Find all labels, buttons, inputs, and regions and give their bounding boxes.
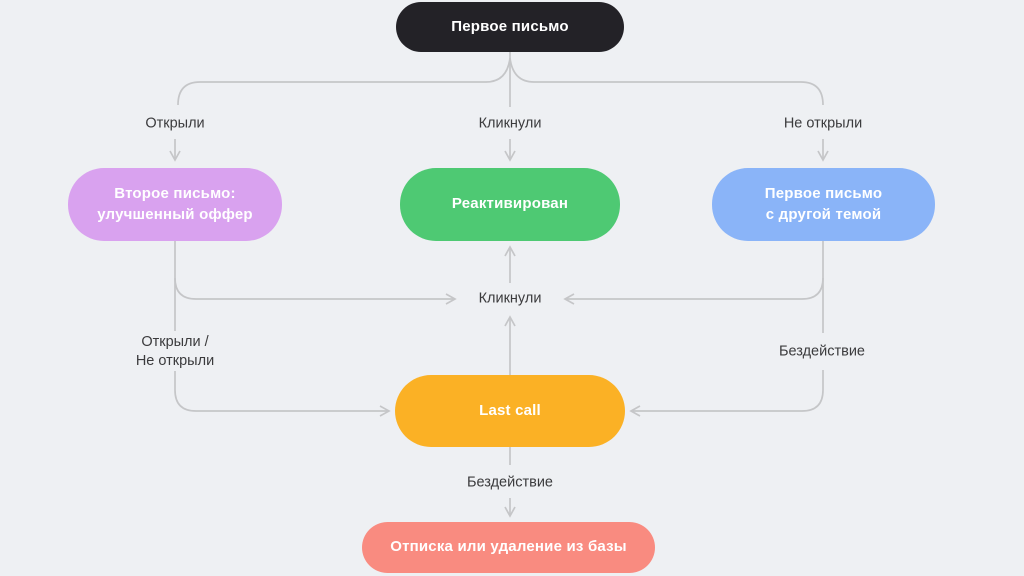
arrow-left-to-clicked [174, 277, 457, 305]
node-reactivated: Реактивирован [400, 168, 620, 241]
connector-top-left [177, 57, 511, 106]
edge-label-not-opened: Не открыли [783, 115, 863, 132]
edge-label-opened-or-not-opened: Открыли / Не открыли [135, 334, 215, 369]
edge-label-clicked-top: Кликнули [478, 115, 542, 132]
node-first-email-new-subject: Первое письмо с другой темой [712, 168, 935, 241]
node-last-call: Last call [395, 375, 625, 447]
node-unsubscribe: Отписка или удаление из базы [362, 522, 655, 573]
edge-label-clicked-mid: Кликнули [478, 290, 542, 307]
arrow-right-to-clicked [563, 277, 824, 305]
arrow-left-to-lastcall [174, 371, 391, 417]
node-second-email-offer: Второе письмо: улучшенный оффер [68, 168, 282, 241]
connector-top-right [509, 57, 824, 106]
arrow-right-to-lastcall [629, 370, 824, 417]
edge-label-inaction-bottom: Бездействие [467, 474, 553, 491]
node-first-email: Первое письмо [396, 2, 624, 52]
edge-label-inaction-right: Бездействие [779, 343, 865, 360]
edge-label-opened: Открыли [145, 115, 205, 132]
